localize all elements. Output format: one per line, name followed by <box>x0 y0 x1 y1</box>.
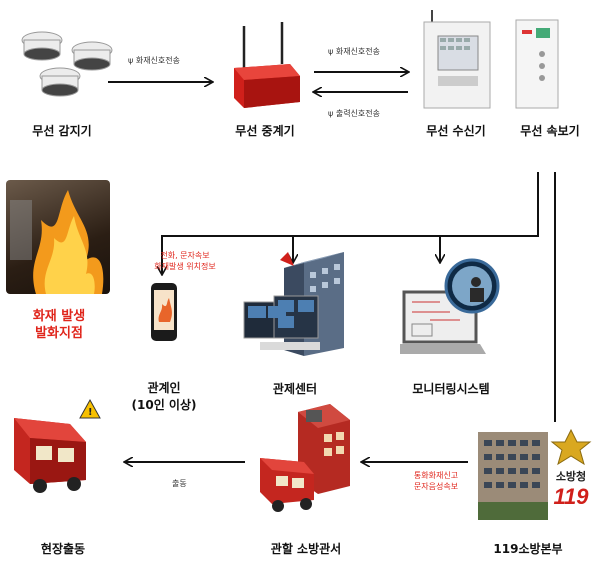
signal-text-1: 화재신호전송 <box>135 56 180 65</box>
antenna-icon: ψ <box>328 47 334 56</box>
hq-label: 119소방본부 <box>493 542 563 556</box>
antenna-icon: ψ <box>328 109 334 118</box>
antenna-icon: ψ <box>128 56 134 65</box>
monitoring-label: 모니터링시스템 <box>412 382 490 396</box>
hq-building-image <box>478 432 548 520</box>
hq-logo: 소방청 119 <box>548 428 594 520</box>
hq-note-line1: 통화화재신고 <box>413 471 459 480</box>
alarm-label: 무선 속보기 <box>520 124 580 138</box>
fire-agency-emblem-icon <box>550 428 592 466</box>
station-label: 관할 소방관서 <box>270 542 342 556</box>
svg-text:!: ! <box>88 407 93 418</box>
contact-note-line2: 화재발생 위치정보 <box>154 262 216 271</box>
signal-text-2: 화재신호전송 <box>335 47 380 56</box>
detector-label: 무선 감지기 <box>32 124 92 138</box>
repeater-icon <box>226 22 306 112</box>
monitoring-icon <box>400 250 500 364</box>
signal-label-1: ψ 화재신호전송 <box>128 55 180 66</box>
signal-label-2: ψ 화재신호전송 <box>328 46 380 57</box>
contact-label-line1: 관계인 <box>147 381 181 395</box>
contact-label-line2: (10인 이상) <box>131 398 197 412</box>
dispatch-label: 현장출동 <box>40 542 86 556</box>
phone-icon <box>150 282 178 342</box>
control-label: 관제센터 <box>272 382 318 396</box>
receiver-icon <box>418 10 496 110</box>
trunk-line <box>162 172 539 274</box>
hq-note: 통화화재신고 문자음성속보 <box>406 470 466 492</box>
signal-text-3: 출력신호전송 <box>335 109 380 118</box>
fire-station-icon <box>258 404 354 514</box>
fire-image <box>6 180 110 294</box>
hq-logo-number: 119 <box>553 484 589 509</box>
hq-note-line2: 문자음성속보 <box>413 482 459 491</box>
fire-label-line2: 발화지점 <box>35 326 83 341</box>
repeater-label: 무선 중계기 <box>235 124 295 138</box>
fire-label-line1: 화재 발생 <box>32 309 86 324</box>
contact-note-line1: 전화, 문자속보 <box>160 251 210 260</box>
control-center-icon <box>240 252 346 362</box>
contact-note: 전화, 문자속보 화재발생 위치정보 <box>140 250 230 272</box>
receiver-label: 무선 수신기 <box>426 124 486 138</box>
signal-label-3: ψ 출력신호전송 <box>328 108 380 119</box>
dispatch-note: 출동 <box>172 479 187 488</box>
detector-icon <box>14 28 114 108</box>
fire-label: 화재 발생 발화지점 <box>12 308 106 342</box>
hq-logo-text: 소방청 <box>555 470 587 483</box>
fire-truck-icon: ! <box>10 398 114 500</box>
contact-label: 관계인 (10인 이상) <box>118 380 210 414</box>
alarm-icon <box>514 18 560 110</box>
